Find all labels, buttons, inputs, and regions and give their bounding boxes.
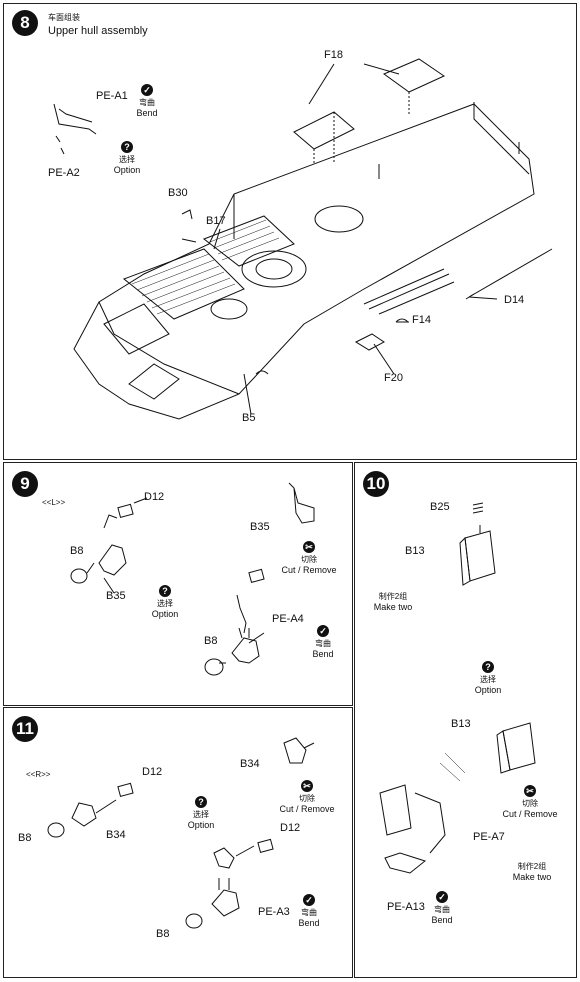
maketwo-en: Make two: [512, 872, 552, 882]
label-b5: B5: [242, 412, 256, 424]
option-en: Option: [151, 609, 179, 619]
check-icon: ✓: [303, 894, 315, 906]
step-number: 11: [12, 716, 38, 742]
bend-zh: 弯曲: [301, 908, 317, 917]
cut-en: Cut / Remove: [502, 809, 558, 819]
label-d12: D12: [144, 491, 165, 503]
cut-zh: 切除: [522, 799, 538, 808]
side-indicator: <<R>>: [26, 770, 51, 779]
step-9-panel: 9 <<L>> D12 B8 B35 B35 ✂ 切除 Cut / Remove…: [3, 462, 353, 706]
label-d12: D12: [280, 822, 301, 834]
label-pe-a2: PE-A2: [48, 167, 80, 179]
question-icon: ?: [121, 141, 133, 153]
label-b34: B34: [240, 758, 260, 770]
label-b35: B35: [250, 521, 270, 533]
step-11-drawing: [47, 737, 315, 929]
option-zh: 选择: [119, 155, 135, 164]
make-two-note: 制作2组 Make two: [358, 591, 428, 613]
make-two-note: 制作2组 Make two: [497, 861, 567, 883]
label-b25: B25: [430, 501, 450, 513]
cut-zh: 切除: [301, 555, 317, 564]
label-pe-a7: PE-A7: [473, 831, 505, 843]
option-en: Option: [474, 685, 502, 695]
step-number: 8: [12, 10, 38, 36]
maketwo-en: Make two: [373, 602, 413, 612]
upper-hull-drawing: [53, 58, 553, 420]
label-b8: B8: [18, 832, 32, 844]
label-b8: B8: [204, 635, 218, 647]
label-b8: B8: [70, 545, 84, 557]
bend-note: ✓ 弯曲 Bend: [407, 891, 477, 926]
bend-note: ✓ 弯曲 Bend: [112, 84, 182, 119]
cut-icon: ✂: [301, 780, 313, 792]
step-8-panel: 8 车面组装 Upper hull assembly PE-A1 PE-A2 ✓…: [3, 3, 577, 460]
question-icon: ?: [195, 796, 207, 808]
option-zh: 选择: [480, 675, 496, 684]
cut-note: ✂ 切除 Cut / Remove: [272, 780, 342, 815]
label-d12: D12: [142, 766, 163, 778]
option-en: Option: [187, 820, 215, 830]
label-pe-a13: PE-A13: [387, 901, 425, 913]
cut-en: Cut / Remove: [279, 804, 335, 814]
cut-zh: 切除: [299, 794, 315, 803]
option-zh: 选择: [157, 599, 173, 608]
option-zh: 选择: [193, 810, 209, 819]
step-number: 10: [363, 471, 389, 497]
option-en: Option: [113, 165, 141, 175]
question-icon: ?: [159, 585, 171, 597]
step-number: 9: [12, 471, 38, 497]
label-b17: B17: [206, 215, 226, 227]
option-note: ? 选择 Option: [453, 661, 523, 696]
cut-icon: ✂: [303, 541, 315, 553]
bend-en: Bend: [431, 915, 453, 925]
bend-zh: 弯曲: [139, 98, 155, 107]
cut-icon: ✂: [524, 785, 536, 797]
option-note: ? 选择 Option: [92, 141, 162, 176]
side-indicator: <<L>>: [42, 498, 66, 507]
label-b30: B30: [168, 187, 188, 199]
bend-note: ✓ 弯曲 Bend: [274, 894, 344, 929]
label-b8: B8: [156, 928, 170, 940]
maketwo-zh: 制作2组: [378, 592, 408, 601]
bend-en: Bend: [298, 918, 320, 928]
cut-note: ✂ 切除 Cut / Remove: [274, 541, 344, 576]
option-note: ? 选择 Option: [130, 585, 200, 620]
step-11-panel: 11 <<R>> D12 B8 B34 B34 ✂ 切除 Cut / Remov…: [3, 707, 353, 978]
label-pe-a1: PE-A1: [96, 90, 128, 102]
cut-note: ✂ 切除 Cut / Remove: [495, 785, 565, 820]
label-b35: B35: [106, 590, 126, 602]
bend-zh: 弯曲: [315, 639, 331, 648]
question-icon: ?: [482, 661, 494, 673]
label-pe-a4: PE-A4: [272, 613, 304, 625]
bend-en: Bend: [136, 108, 158, 118]
cut-en: Cut / Remove: [281, 565, 337, 575]
bend-zh: 弯曲: [434, 905, 450, 914]
label-b13: B13: [451, 718, 471, 730]
label-d14: D14: [504, 294, 525, 306]
check-icon: ✓: [141, 84, 153, 96]
bend-en: Bend: [312, 649, 334, 659]
label-b13: B13: [405, 545, 425, 557]
label-f20: F20: [384, 372, 403, 384]
label-b34: B34: [106, 829, 126, 841]
step-title-en: Upper hull assembly: [48, 25, 148, 37]
maketwo-zh: 制作2组: [517, 862, 547, 871]
check-icon: ✓: [317, 625, 329, 637]
step-10-drawing: [379, 502, 536, 874]
option-note: ? 选择 Option: [166, 796, 236, 831]
step-9-drawing: [70, 482, 315, 676]
bend-note: ✓ 弯曲 Bend: [288, 611, 358, 660]
step-10-panel: 10 B25 B13 制作2组 Make two ? 选择 Option B13…: [354, 462, 577, 978]
label-f18: F18: [324, 49, 343, 61]
label-f14: F14: [412, 314, 431, 326]
label-pe-a3: PE-A3: [258, 906, 290, 918]
step-title-zh: 车面组装: [48, 13, 80, 22]
check-icon: ✓: [436, 891, 448, 903]
